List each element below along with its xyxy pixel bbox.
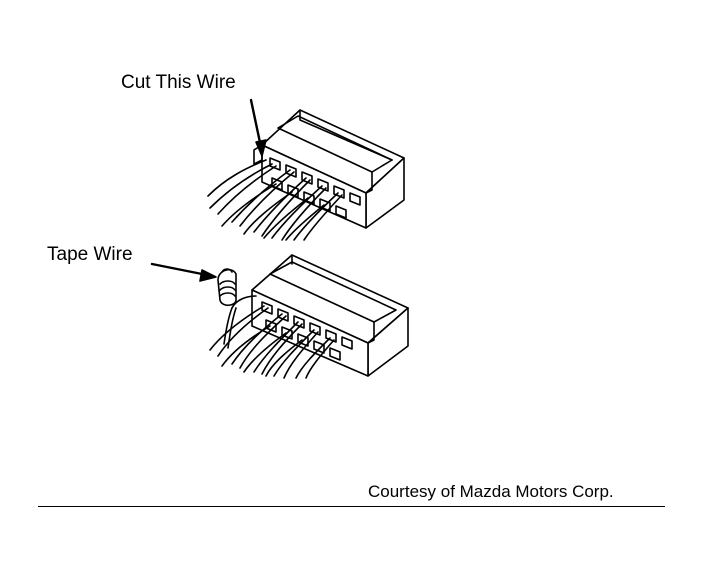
cut-wire-arrow — [249, 98, 267, 157]
divider — [38, 506, 665, 507]
tape-wire-arrow — [150, 262, 217, 282]
cut-wire-label: Cut This Wire — [121, 72, 236, 93]
top-connector — [207, 109, 405, 241]
credit-line: Courtesy of Mazda Motors Corp. — [368, 482, 614, 501]
bottom-connector — [209, 254, 409, 379]
tape-wire-label: Tape Wire — [47, 244, 133, 265]
taped-wire-end — [217, 268, 237, 307]
